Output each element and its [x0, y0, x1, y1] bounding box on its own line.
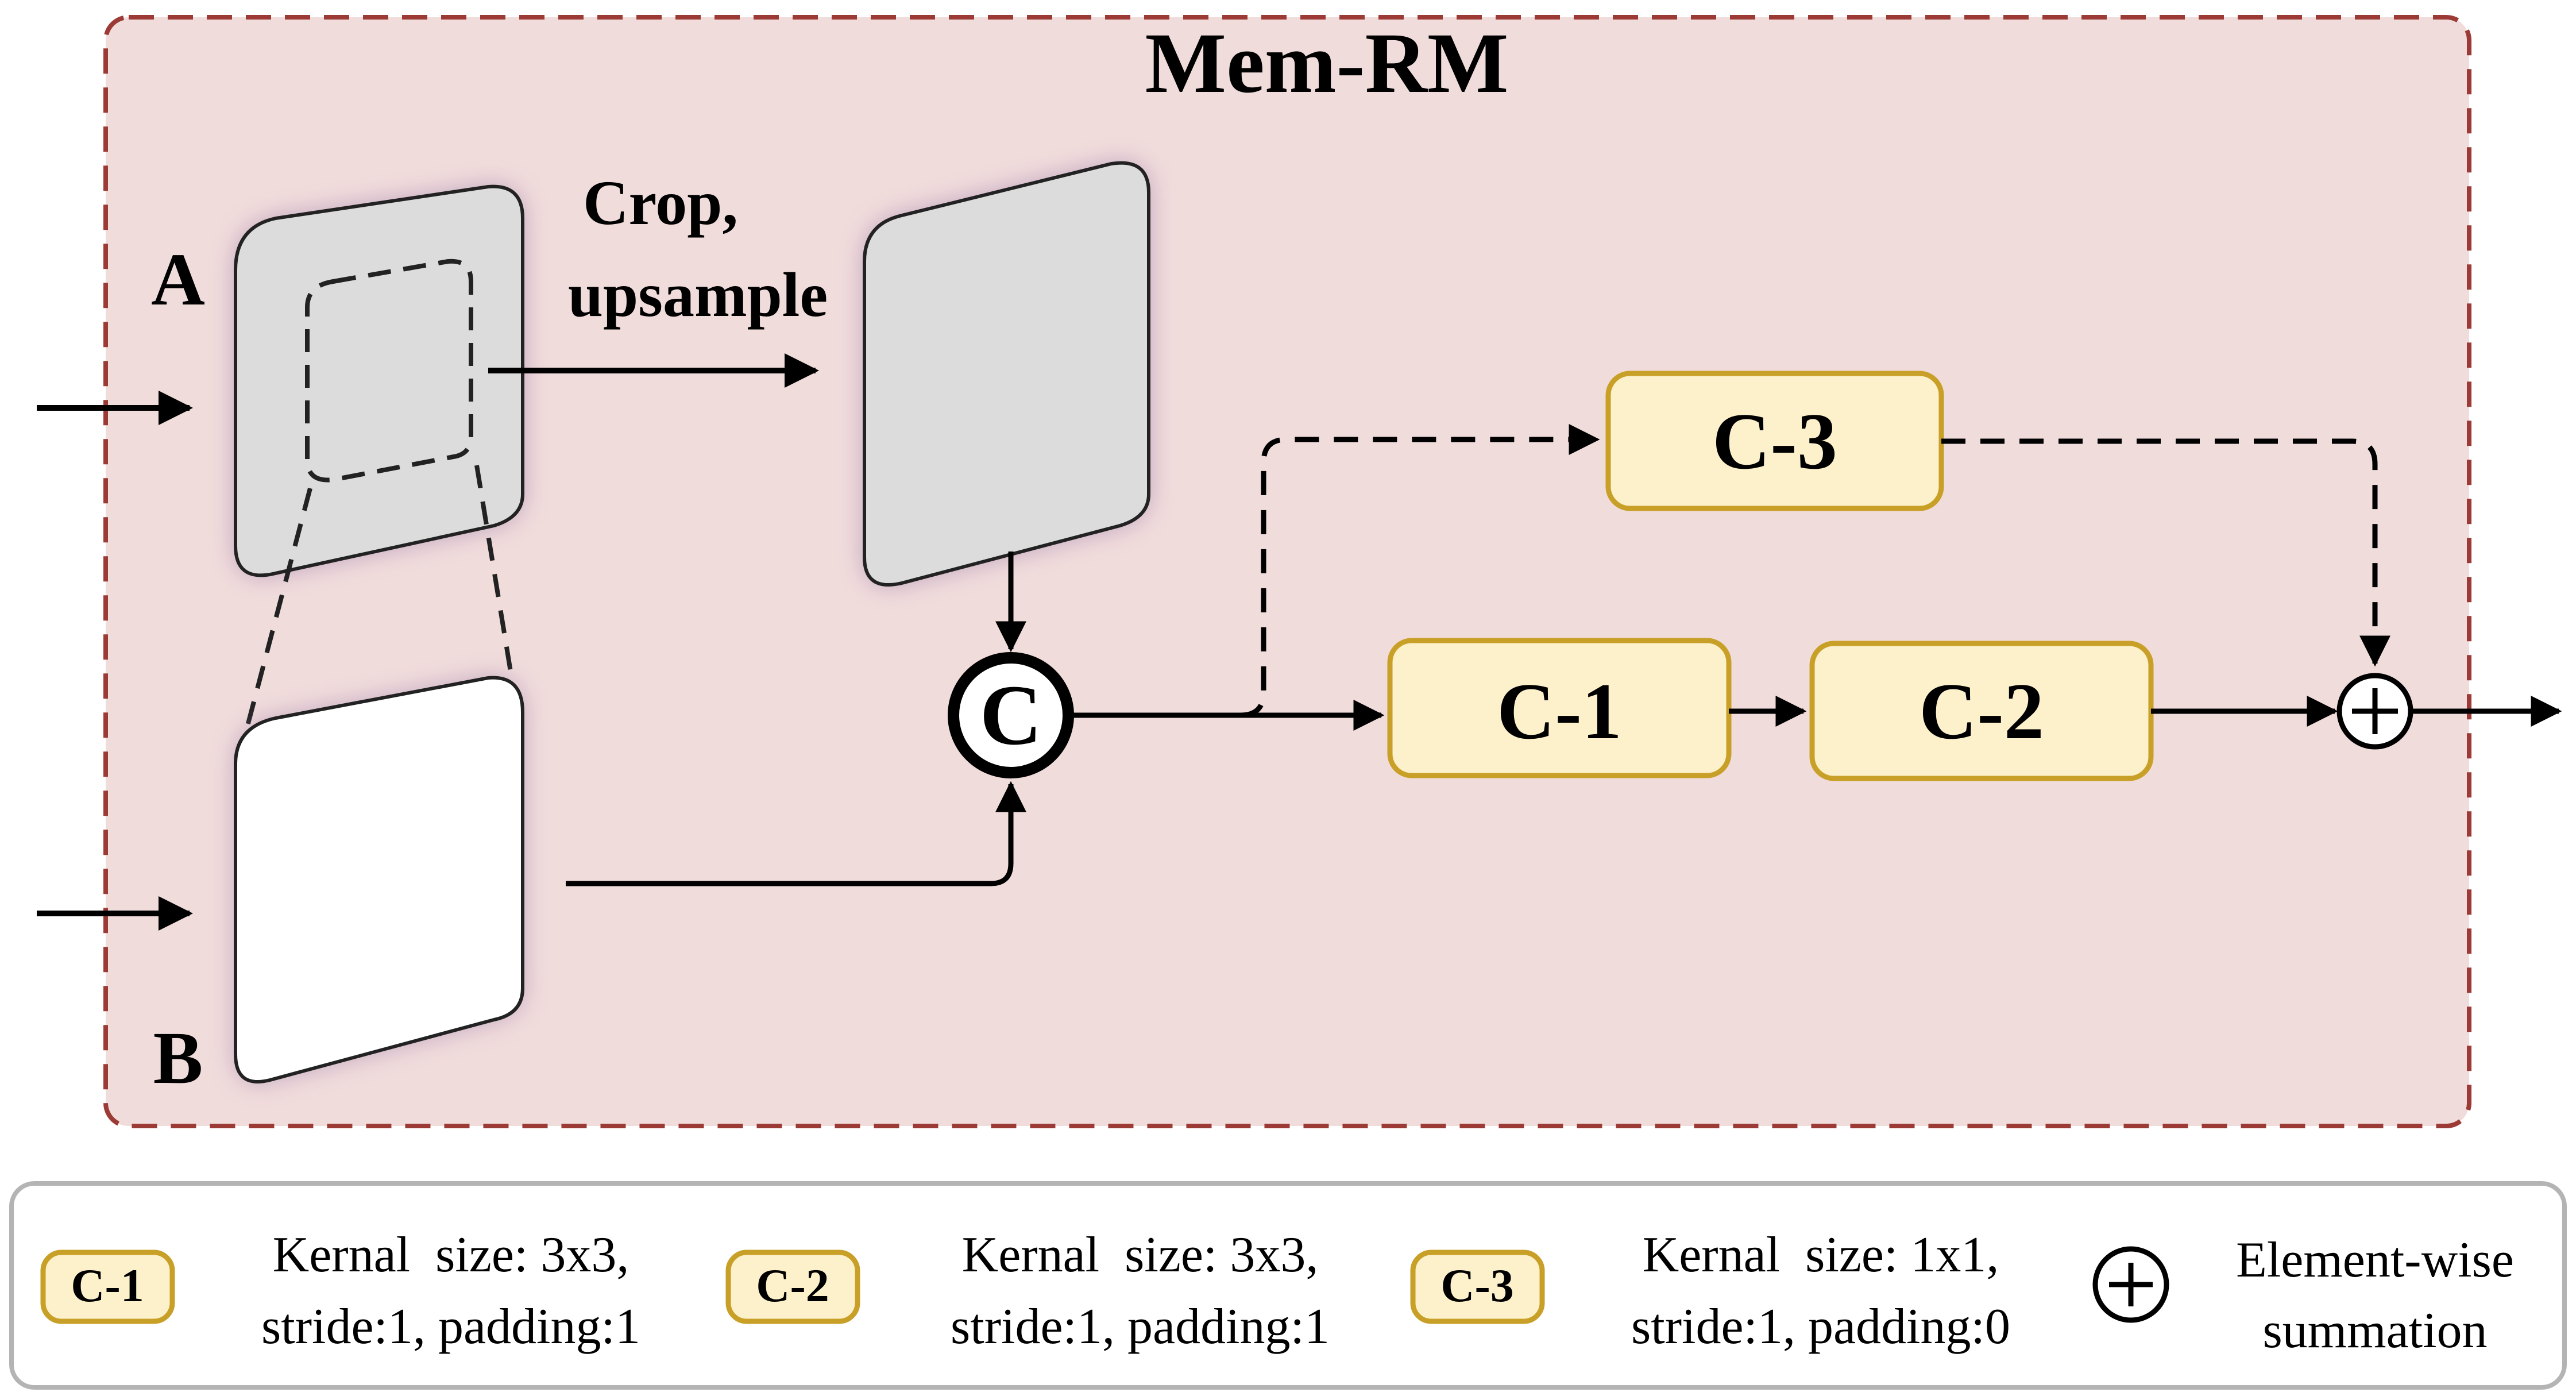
legend-badge-c1-label: C-1	[71, 1259, 144, 1312]
legend-badge-c1	[40, 1250, 175, 1324]
legend-sum-line1: Element-wise	[2236, 1232, 2514, 1288]
feature-map-b	[234, 676, 524, 1083]
block-c3-label: C-3	[1712, 397, 1837, 486]
legend-sum-line2: summation	[2262, 1303, 2487, 1359]
legend-item-c2-line1: Kernal size: 3x3,	[962, 1227, 1319, 1283]
concat-symbol: C	[980, 668, 1042, 763]
legend-container	[9, 1181, 2567, 1390]
b-to-concat-arrow	[566, 781, 1026, 886]
crop-label-line1: Crop,	[583, 168, 738, 238]
c3-to-sum-dashed-arrow	[1941, 438, 2390, 667]
legend-badge-c2-label: C-2	[756, 1259, 829, 1312]
label-a: A	[151, 238, 205, 321]
upsampled-map	[863, 161, 1150, 587]
legend-badge-c2	[725, 1250, 860, 1324]
projection-line-left	[239, 487, 312, 751]
legend-item-c1-line1: Kernal size: 3x3,	[273, 1227, 629, 1283]
label-b: B	[153, 1017, 203, 1100]
legend-badge-c3	[1410, 1250, 1545, 1324]
module-container	[103, 15, 2471, 1128]
legend-item-c3-line1: Kernal size: 1x1,	[1643, 1227, 1999, 1283]
feature-map-a	[234, 184, 524, 577]
crop-label-line2: upsample	[568, 260, 828, 330]
legend-item-c1-line2: stride:1, padding:1	[261, 1299, 640, 1355]
concat-to-c3-dashed-arrow	[1240, 424, 1600, 718]
module-title: Mem-RM	[1145, 16, 1509, 111]
legend-badge-c3-label: C-3	[1440, 1259, 1514, 1312]
crop-region	[305, 259, 473, 483]
block-c1	[1387, 638, 1732, 778]
legend-item-c2-line2: stride:1, padding:1	[951, 1299, 1330, 1355]
block-c1-label: C-1	[1497, 667, 1622, 756]
block-c2-label: C-2	[1919, 667, 2044, 756]
legend-item-c3-line2: stride:1, padding:0	[1631, 1299, 2010, 1355]
